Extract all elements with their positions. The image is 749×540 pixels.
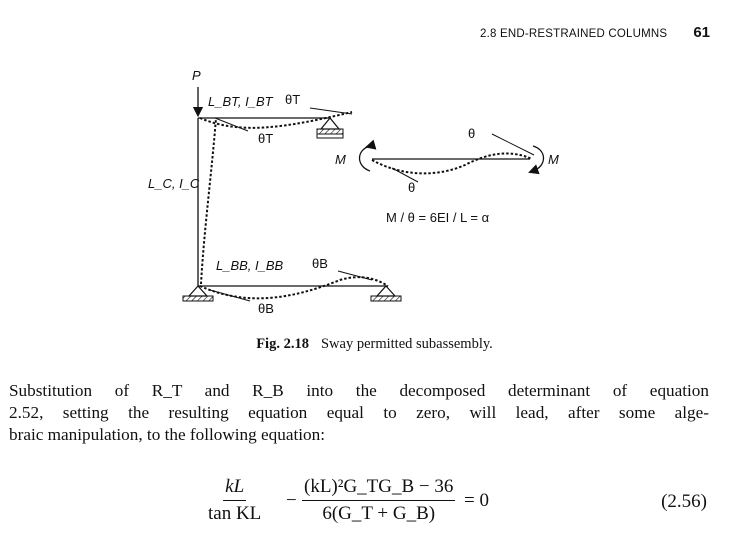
label-top-beam: L_BT, I_BT (208, 94, 274, 109)
page-header: 2.8 END-RESTRAINED COLUMNS 61 (0, 24, 710, 46)
label-load: P (192, 68, 201, 83)
label-theta-b-upper: θB (312, 256, 328, 271)
page-number: 61 (693, 24, 710, 41)
bottom-beam-deflected (199, 276, 389, 300)
top-tangent-upper (309, 107, 353, 115)
fraction-numerator: kL (223, 476, 247, 501)
figure-caption-text: Sway permitted subassembly. (320, 336, 493, 352)
top-tangent-lower (214, 117, 249, 132)
sway-subassembly-figure: P L_BT, I_BT θT θT L_C, I_C L_BB, I_BB θ… (148, 68, 559, 316)
column-base-support (182, 285, 214, 302)
label-column: L_C, I_C (148, 176, 200, 191)
paragraph-line: braic manipulation, to the following equ… (9, 425, 325, 444)
column-deflected (200, 117, 217, 285)
fraction-numerator: (kL)²G_TG_B − 36 (302, 476, 456, 501)
bottom-tangent-upper (337, 270, 373, 281)
body-paragraph: Substitution of R_T and R_B into the dec… (9, 380, 709, 446)
minus-sign: − (286, 490, 297, 511)
running-head: 2.8 END-RESTRAINED COLUMNS (479, 28, 668, 40)
label-moment-right: M (548, 152, 559, 167)
fraction-stiffness: (kL)²G_TG_B − 36 6(G_T + G_B) (302, 476, 456, 525)
inset-tangent-lower (391, 167, 419, 183)
label-stiffness-relation: M / θ = 6EI / L = α (386, 210, 490, 225)
bottom-tangent-lower (209, 289, 251, 302)
equation-number: (2.56) (661, 491, 707, 512)
fraction-denominator: 6(G_T + G_B) (322, 503, 436, 524)
label-inset-theta-upper: θ (468, 126, 475, 141)
right-moment-arrow (528, 145, 545, 175)
label-bottom-beam: L_BB, I_BB (216, 258, 284, 273)
label-moment-left: M (335, 152, 346, 167)
fraction-denominator: tan KL (208, 503, 262, 524)
figure-caption: Fig. 2.18 Sway permitted subassembly. (0, 336, 749, 353)
label-inset-theta-lower: θ (408, 180, 415, 195)
left-moment-arrow (358, 139, 377, 172)
label-theta-t-lower: θT (258, 131, 273, 146)
equation-2-56: kL tan KL − (kL)²G_TG_B − 36 6(G_T + G_B… (0, 472, 749, 534)
top-roller-support (316, 117, 344, 139)
figure-number: Fig. 2.18 (256, 336, 309, 352)
fraction-kl-over-tan: kL tan KL (208, 476, 261, 525)
label-theta-b-lower: θB (258, 301, 274, 316)
paragraph-line: Substitution of R_T and R_B into the dec… (9, 381, 709, 400)
paragraph-line: 2.52, setting the resulting equation equ… (9, 403, 709, 422)
label-theta-t-upper: θT (285, 92, 300, 107)
inset-beam-deflected (371, 152, 533, 175)
top-beam-deflected (199, 111, 353, 129)
inset-tangent-upper (491, 133, 535, 156)
equals-zero: = 0 (464, 490, 489, 511)
bottom-beam-support (370, 285, 402, 302)
